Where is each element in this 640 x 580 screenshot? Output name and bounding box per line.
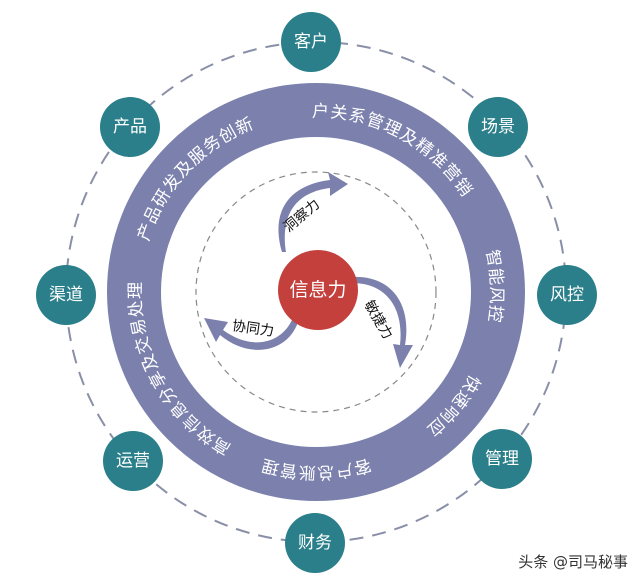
watermark: 头条 @司马秘事	[518, 553, 628, 571]
arrow-label-agility: 敏捷力	[361, 298, 396, 342]
swirl-arrows	[204, 172, 413, 368]
node-customer: 客户	[281, 12, 341, 72]
node-product: 产品	[100, 97, 160, 157]
arrow-label-collaboration: 协同力	[231, 318, 275, 340]
arrow-agility	[352, 276, 413, 368]
inner-dashed-circle	[195, 171, 437, 413]
node-scenario: 场景	[468, 97, 528, 157]
svg-text:渠道: 渠道	[49, 285, 83, 305]
node-risk: 风控	[537, 265, 597, 325]
node-operations: 运营	[103, 431, 163, 491]
svg-text:产品: 产品	[113, 117, 147, 137]
svg-text:管理: 管理	[485, 449, 519, 469]
svg-text:运营: 运营	[116, 451, 150, 471]
node-finance: 财务	[285, 513, 345, 573]
arrow-insight	[278, 172, 348, 252]
svg-text:客户: 客户	[294, 32, 328, 52]
node-management: 管理	[472, 429, 532, 489]
center-label: 信息力	[289, 279, 346, 301]
center-circle	[278, 250, 358, 330]
node-channel: 渠道	[36, 265, 96, 325]
arrow-collaboration	[204, 318, 298, 350]
svg-text:财务: 财务	[298, 533, 332, 553]
svg-text:场景: 场景	[481, 117, 515, 137]
capability-ring	[107, 83, 525, 501]
svg-text:风控: 风控	[550, 285, 584, 305]
